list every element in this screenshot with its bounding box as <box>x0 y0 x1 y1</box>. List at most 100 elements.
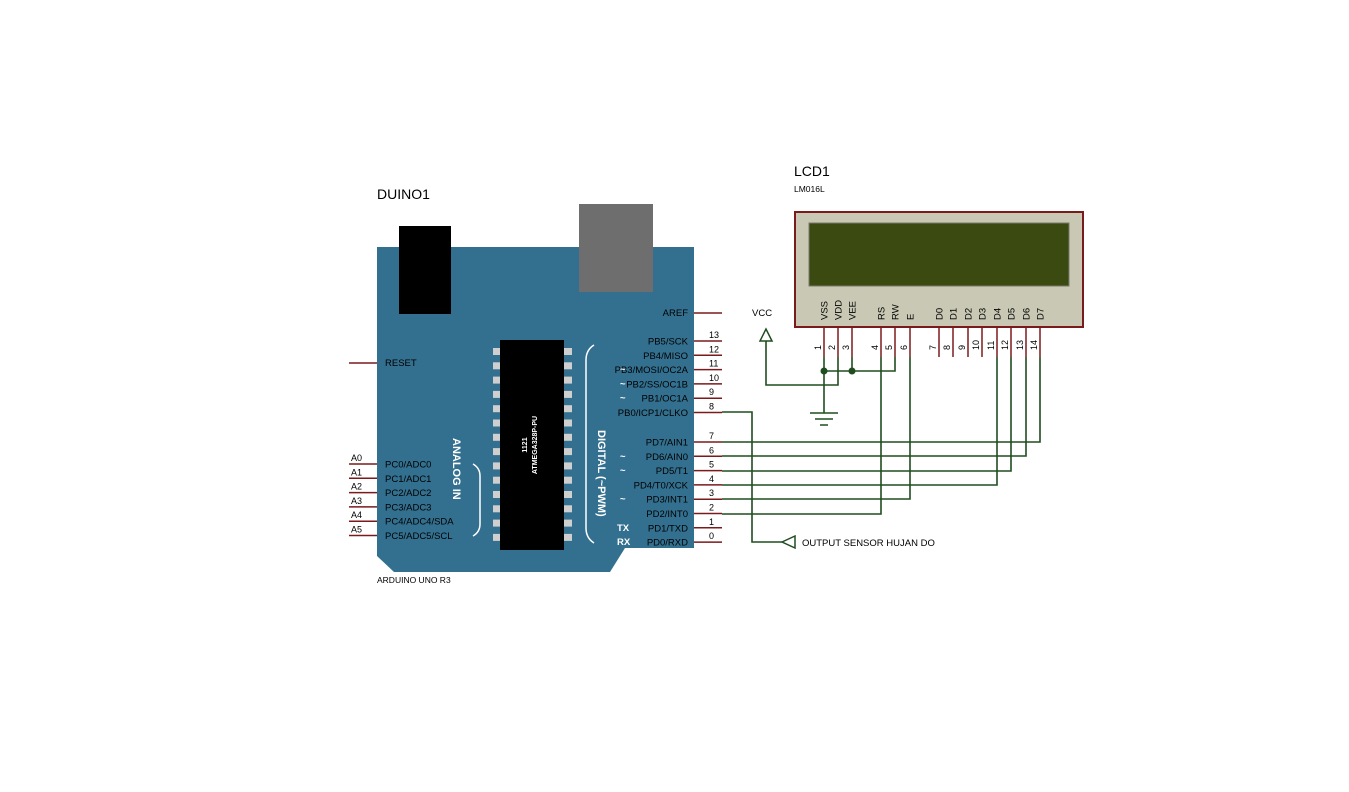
digital-pin-label: PD1/TXD <box>648 523 688 534</box>
wire-output-8 <box>722 411 782 543</box>
chip-pin-right <box>564 533 572 541</box>
arduino-ref: DUINO1 <box>377 186 430 202</box>
lcd-pin: VEE 3 <box>841 301 859 357</box>
output-label: OUTPUT SENSOR HUJAN DO <box>802 538 935 549</box>
lcd-pin: D18 <box>942 308 960 357</box>
chip-pin-left <box>493 348 501 355</box>
lcd-pin-name: D7 <box>1036 308 1047 320</box>
lcd-pin: D07 <box>928 308 946 357</box>
lcd-pin-number: 12 <box>1000 340 1010 350</box>
chip-pin-left <box>493 376 501 384</box>
chip-pin-left <box>493 362 501 370</box>
analog-pin-label: PC3/ADC3 <box>385 502 431 513</box>
digital-pin-number: 9 <box>709 387 714 397</box>
lcd-pin-number: 6 <box>899 345 909 350</box>
chip-pin-left <box>493 390 501 398</box>
wire-d7-7 <box>722 357 1041 443</box>
analog-pin-label: PC0/ADC0 <box>385 460 431 471</box>
analog-bracket <box>472 463 481 537</box>
digital-pin-label: PD0/RXD <box>647 538 688 549</box>
digital-pin-number: 2 <box>709 503 714 513</box>
digital-pin-number: 10 <box>709 373 719 383</box>
lcd-pin-name: D0 <box>935 308 946 320</box>
lcd-pin-number: 14 <box>1029 340 1039 350</box>
lcd-pin-number: 1 <box>813 345 823 350</box>
digital-pin-label: PB5/SCK <box>648 337 689 348</box>
digital-pins: 13PB5/SCK12PB4/MISO11PB3/MOSI/OC2A~10PB2… <box>615 330 722 549</box>
chip-pin-left <box>493 462 501 470</box>
lcd-pin-name: D6 <box>1022 308 1033 320</box>
pwm-mark: ~ <box>620 393 626 404</box>
chip-pin-left <box>493 419 501 427</box>
lcd-pins: VSS1VDD2VEE3RS4RW5E6D07D18D29D310D411D51… <box>813 300 1047 357</box>
chip-pin-left <box>493 476 501 484</box>
lcd-pin-number: 10 <box>971 340 981 350</box>
chip-pin-right <box>564 419 572 427</box>
digital-pin-label: PB4/MISO <box>643 351 688 362</box>
chip-pin-right <box>564 462 572 470</box>
lcd-module: LCD1 LM016L VSS1VDD2VEE3RS4RW5E6D07D18D2… <box>794 163 1084 357</box>
vcc-label: VCC <box>752 308 772 319</box>
lcd-pin-number: 9 <box>957 345 967 350</box>
chip-pin-right <box>564 390 572 398</box>
lcd-pin: RS4 <box>870 307 888 357</box>
lcd-pin-name: RW <box>891 304 902 320</box>
lcd-model: LM016L <box>794 184 825 194</box>
digital-bracket <box>585 344 595 544</box>
lcd-pin-number: 3 <box>841 345 851 350</box>
lcd-pin-name: VDD <box>834 300 845 320</box>
arduino-board: DUINO1 ARDUINO UNO R3 1121 ATMEGA328P-PU… <box>349 186 722 585</box>
junction-2 <box>848 367 856 375</box>
analog-pin-outer: A3 <box>351 496 362 506</box>
chip-pin-right <box>564 519 572 527</box>
ground-symbol <box>810 412 838 426</box>
chip-socket-pins <box>493 348 572 541</box>
digital-pin-number: 3 <box>709 488 714 498</box>
chip-pin-right <box>564 376 572 384</box>
digital-pin-number: 13 <box>709 330 719 340</box>
chip-pin-left <box>493 519 501 527</box>
lcd-pin-name: VEE <box>848 301 859 320</box>
chip-pin-left <box>493 405 501 413</box>
lcd-pin-number: 8 <box>942 345 952 350</box>
aref-label: AREF <box>663 308 689 319</box>
chip-pin-left <box>493 533 501 541</box>
analog-pin-label: PC5/ADC5/SCL <box>385 531 453 542</box>
wire-rw-gnd <box>852 357 896 372</box>
digital-pin-number: 12 <box>709 344 719 354</box>
wire-d4-4 <box>722 357 998 486</box>
lcd-pin-number: 11 <box>986 341 996 350</box>
chip-pin-right <box>564 362 572 370</box>
digital-pin-label: PB3/MOSI/OC2A <box>615 365 689 376</box>
lcd-pin-name: D5 <box>1007 308 1018 320</box>
reset-label: RESET <box>385 358 417 369</box>
analog-pin-outer: A0 <box>351 453 362 463</box>
digital-header: DIGITAL (~PWM) <box>595 430 607 517</box>
analog-header: ANALOG IN <box>450 438 462 500</box>
lcd-pin-number: 4 <box>870 345 880 350</box>
analog-pin-label: PC4/ADC4/SDA <box>385 517 454 528</box>
chip-pin-left <box>493 448 501 456</box>
tx-label: TX <box>617 523 630 534</box>
arduino-model: ARDUINO UNO R3 <box>377 575 451 585</box>
digital-pin-label: PD2/INT0 <box>646 509 688 520</box>
chip-line2: ATMEGA328P-PU <box>532 416 539 474</box>
analog-pins: A0PC0/ADC0A1PC1/ADC1A2PC2/ADC2A3PC3/ADC3… <box>349 453 454 542</box>
lcd-pin: RW5 <box>884 304 902 357</box>
wire-d6-6 <box>722 357 1027 457</box>
